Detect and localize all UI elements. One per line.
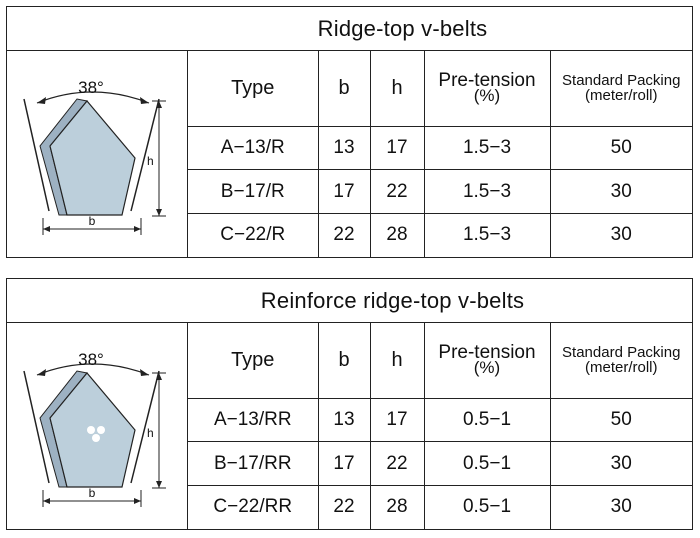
table-row: B−17/R 17 22 1.5−3 30 [188,169,692,214]
header-pretension: Pre-tension (%) [423,323,550,399]
cell-pretension: 0.5−1 [423,441,550,486]
reinforce-ridge-top-section: Reinforce ridge-top v-belts 38° h [6,278,693,530]
header-h: h [369,51,424,127]
cell-packing: 30 [549,484,692,529]
header-h: h [369,323,424,399]
cell-packing: 30 [549,441,692,486]
table-row: B−17/RR 17 22 0.5−1 30 [188,441,692,486]
cell-b: 13 [317,397,370,442]
cell-type: C−22/R [188,212,318,257]
table-row: A−13/R 13 17 1.5−3 50 [188,125,692,170]
cell-type: A−13/RR [188,397,318,442]
cell-pretension: 1.5−3 [423,125,550,170]
cell-h: 17 [369,125,424,170]
cell-pretension: 0.5−1 [423,397,550,442]
cell-type: A−13/R [188,125,318,170]
ridge-top-section: Ridge-top v-belts 38° h [6,6,693,258]
b-label: b [89,214,96,228]
table-row: C−22/R 22 28 1.5−3 30 [188,212,692,257]
header-type: Type [231,348,275,371]
belt-cross-section-diagram: 38° h b [7,51,188,257]
cell-packing: 30 [549,212,692,257]
header-type: Type [231,76,275,99]
cell-h: 22 [369,441,424,486]
header-packing: Standard Packing (meter/roll) [549,51,692,127]
spec-table: Type b h Pre-tension (%) Standard Packin… [188,51,692,257]
cell-b: 13 [317,125,370,170]
reinforcement-cords-icon [87,426,105,442]
belt-cross-section-diagram: 38° h b [7,323,188,529]
cell-b: 22 [317,484,370,529]
h-label: h [147,426,154,440]
table-header-row: Type b h Pre-tension (%) Standard Packin… [188,51,692,127]
cell-pretension: 1.5−3 [423,212,550,257]
table-header-row: Type b h Pre-tension (%) Standard Packin… [188,323,692,399]
belt-profile-drawing: 38° h b [23,350,166,507]
h-label: h [147,154,154,168]
cell-type: C−22/RR [188,484,318,529]
header-b: b [317,323,370,399]
angle-label: 38° [78,78,104,97]
cell-b: 17 [317,169,370,214]
belt-profile-drawing: 38° h b [23,78,166,235]
b-label: b [89,486,96,500]
cell-packing: 50 [549,125,692,170]
header-packing: Standard Packing (meter/roll) [549,323,692,399]
table-row: C−22/RR 22 28 0.5−1 30 [188,484,692,529]
angle-label: 38° [78,350,104,369]
section-title: Ridge-top v-belts [7,7,692,51]
header-b: b [317,51,370,127]
cell-b: 22 [317,212,370,257]
cell-h: 28 [369,212,424,257]
cell-type: B−17/RR [188,441,318,486]
header-pretension: Pre-tension (%) [423,51,550,127]
cell-h: 17 [369,397,424,442]
cell-packing: 30 [549,169,692,214]
cell-type: B−17/R [188,169,318,214]
cell-pretension: 0.5−1 [423,484,550,529]
table-row: A−13/RR 13 17 0.5−1 50 [188,397,692,442]
spec-table: Type b h Pre-tension (%) Standard Packin… [188,323,692,529]
cell-b: 17 [317,441,370,486]
cell-h: 22 [369,169,424,214]
cell-pretension: 1.5−3 [423,169,550,214]
cell-packing: 50 [549,397,692,442]
cell-h: 28 [369,484,424,529]
section-title: Reinforce ridge-top v-belts [7,279,692,323]
